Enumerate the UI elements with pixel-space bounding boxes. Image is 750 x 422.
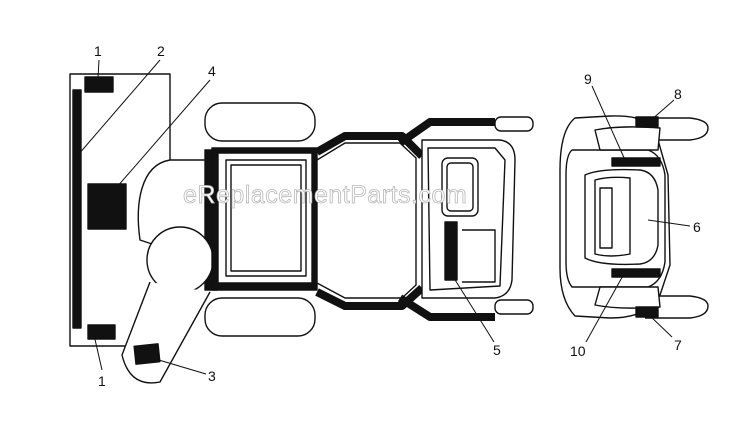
discharge-chute: [121, 226, 214, 384]
leader-lines: [77, 59, 691, 375]
frame-rails: [315, 118, 495, 321]
seat-frame: [211, 147, 318, 291]
decal-hood: [444, 221, 458, 281]
tire-upper-left: [204, 102, 316, 142]
callout-1-bottom: 1: [98, 373, 106, 389]
decal-chute: [133, 343, 161, 365]
decal-front-corner-bottom: [635, 306, 659, 318]
callout-labels: 1 2 4 1 3 5 9 8 6 10 7: [94, 43, 701, 389]
front-view: [559, 115, 709, 319]
callout-8: 8: [674, 86, 682, 102]
decal-bottom: [87, 324, 116, 340]
callout-6: 6: [693, 219, 701, 235]
callout-1-top: 1: [94, 43, 102, 59]
tire-lower-left: [204, 297, 316, 337]
decal-front-top: [611, 157, 661, 167]
decal-top: [84, 76, 114, 93]
decal-center: [87, 183, 127, 230]
callout-7: 7: [674, 337, 682, 353]
callout-4: 4: [208, 63, 216, 79]
callout-9: 9: [584, 71, 592, 87]
decal-strip: [72, 89, 82, 329]
watermark-text: eReplacementParts.com: [183, 181, 467, 209]
callout-5: 5: [493, 342, 501, 358]
engine-hood: [421, 139, 516, 299]
decal-front-bottom: [611, 268, 661, 278]
callout-2: 2: [157, 43, 165, 59]
decal-front-corner-top: [635, 116, 659, 128]
callout-3: 3: [208, 368, 216, 384]
callout-10: 10: [570, 343, 586, 359]
